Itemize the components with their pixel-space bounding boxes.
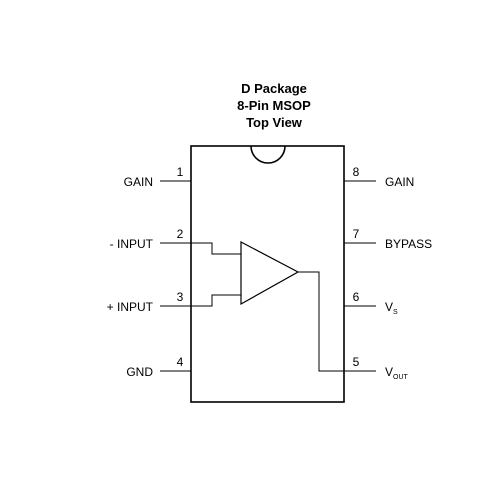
pin-6-label-main: V [385,300,393,314]
pin-1-number: 1 [177,165,184,179]
title-line-package: D Package [241,81,307,96]
pin-1-label: GAIN [124,175,153,189]
diagram-title: D Package 8-Pin MSOP Top View [0,80,500,131]
pin-2-number: 2 [177,227,184,241]
chip-body [190,145,345,403]
wire-noninverting-input [191,294,241,307]
pin-4-number: 4 [177,355,184,369]
wire-inverting-input [191,242,241,255]
pin-6-number: 6 [353,290,360,304]
pin-8-number: 8 [353,165,360,179]
pin-2-label: - INPUT [110,237,154,251]
pin-5-number: 5 [353,355,360,369]
pin-7-label: BYPASS [385,237,432,251]
pin-5-label-sub: OUT [393,374,409,381]
pin1-notch [250,145,286,164]
pin-7-number: 7 [353,227,360,241]
title-line-pins: 8-Pin MSOP [237,98,311,113]
title-line-view: Top View [246,115,302,130]
pin-6-label: VS [385,300,398,316]
pin-3-label: + INPUT [107,300,154,314]
pin-6-label-sub: S [393,309,398,316]
pin-5-label-main: V [385,365,393,379]
pin-4-label: GND [126,365,153,379]
pin-8-label: GAIN [385,175,414,189]
pin-3-number: 3 [177,290,184,304]
amplifier-symbol [240,241,300,306]
wire-output [298,271,344,372]
pin-5-label: VOUT [385,365,409,381]
